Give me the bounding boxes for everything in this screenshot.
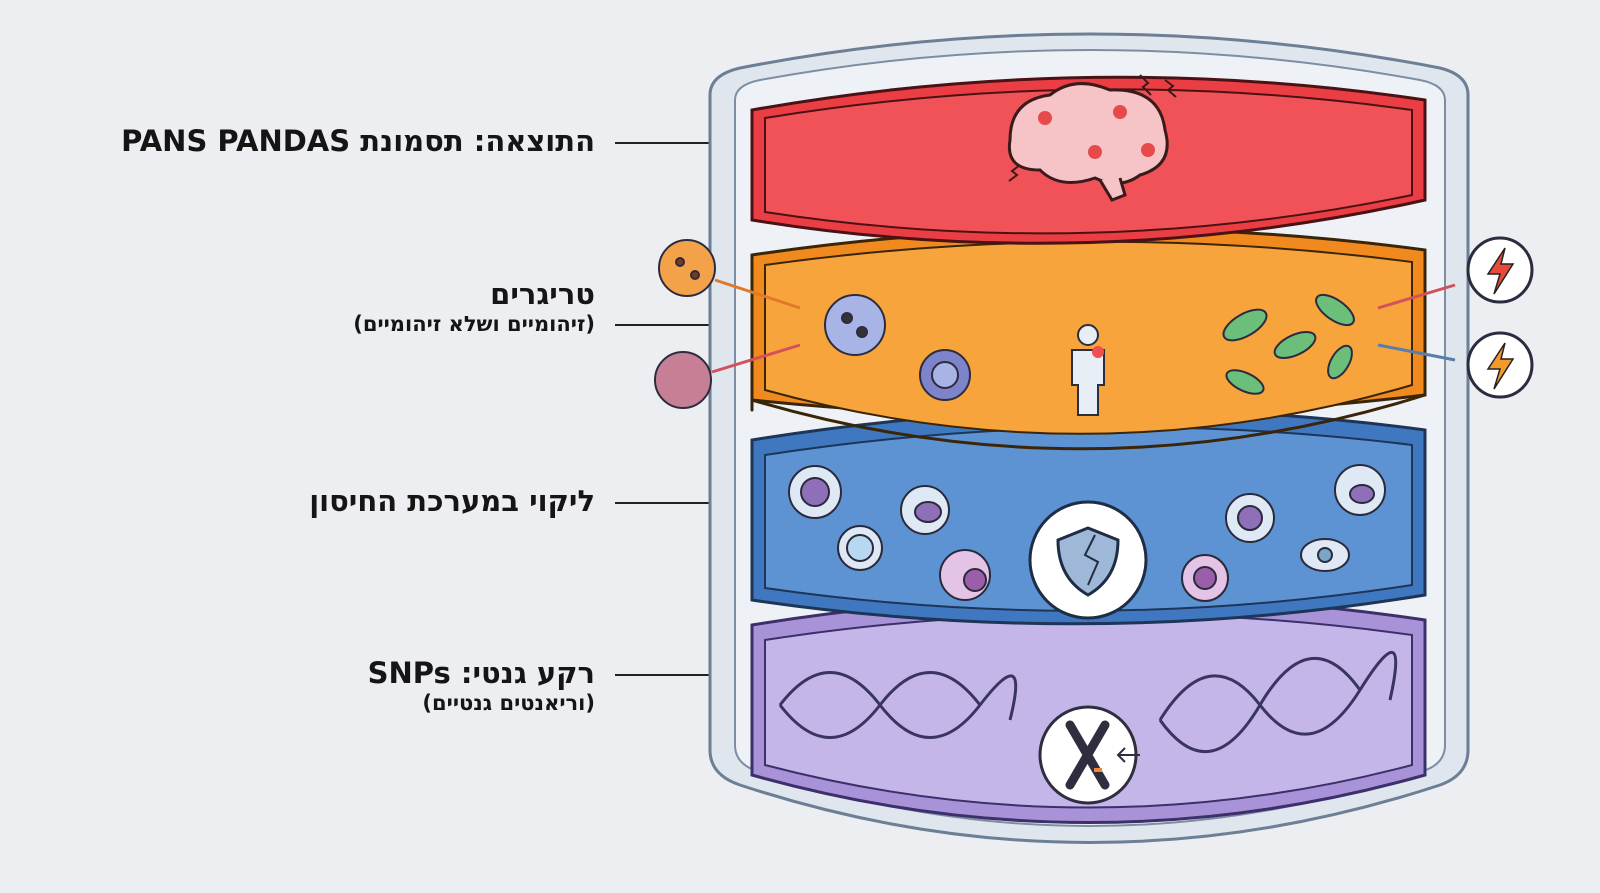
virus-icons (654, 239, 971, 409)
dna-icon (778, 651, 1398, 754)
immune-cell-icons (788, 464, 1386, 602)
layer-label-triggers: טריגרים (זיהומיים ושלא זיהומיים) (353, 277, 595, 337)
layer-label-outcome: התוצאה: תסמונת PANS PANDAS (121, 124, 595, 158)
outcome-layer (750, 74, 1427, 245)
immune-title: ליקוי במערכת החיסון (309, 484, 595, 518)
triggers-subtitle: (זיהומיים ושלא זיהומיים) (353, 312, 595, 336)
triggers-layer (654, 227, 1534, 451)
outcome-title: התוצאה: תסמונת PANS PANDAS (121, 124, 595, 158)
lightning-icons (1466, 236, 1534, 399)
genetic-layer (750, 594, 1427, 824)
genetic-subtitle: (וריאנטים גנטיים) (422, 691, 595, 715)
person-icon (1071, 324, 1105, 416)
trigger-arrows (711, 278, 1456, 374)
layer-label-genetic: רקע גנטי: SNPs (וריאנטים גנטיים) (368, 656, 595, 716)
immune-layer (750, 408, 1427, 626)
brain-icon (1007, 74, 1177, 202)
bacteria-icons (1222, 293, 1355, 395)
layer-label-immune: ליקוי במערכת החיסון (309, 484, 595, 518)
triggers-title: טריגרים (490, 277, 595, 311)
chromosome-icon (1038, 705, 1140, 805)
shield-icon (1028, 500, 1148, 620)
genetic-title: רקע גנטי: SNPs (367, 656, 595, 690)
